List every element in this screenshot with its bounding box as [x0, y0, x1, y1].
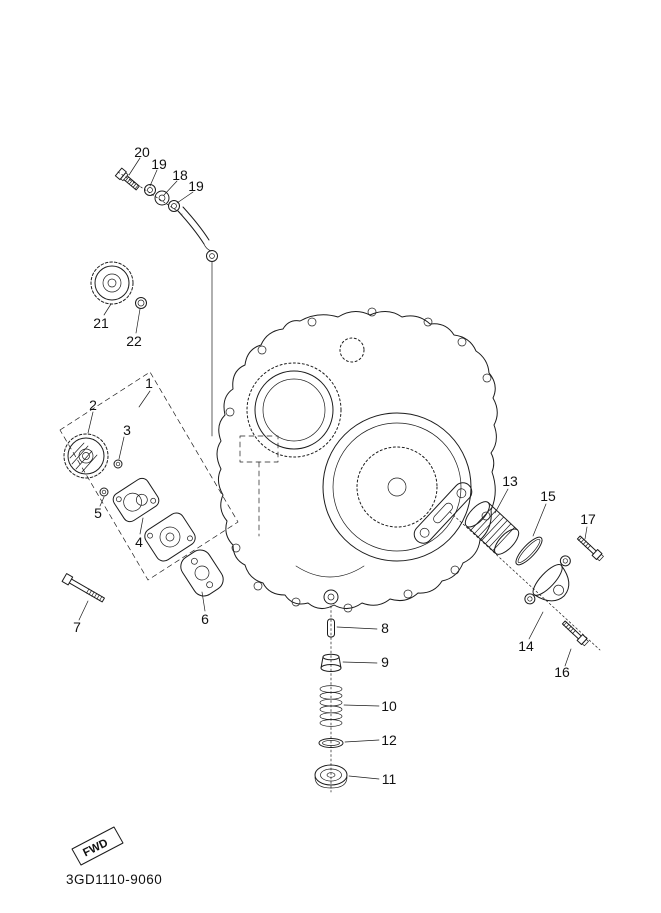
callout-6: 6 [201, 611, 209, 627]
callout-9: 9 [381, 654, 389, 670]
callout-1: 1 [145, 375, 153, 391]
pump-cover-4 [144, 512, 196, 562]
fwd-flag: FWD [71, 826, 124, 866]
callout-14: 14 [518, 638, 534, 654]
callout-5: 5 [94, 505, 102, 521]
fwd-flag-outline [71, 826, 124, 866]
bolt-7 [61, 573, 105, 603]
callout-19a: 19 [151, 156, 167, 172]
pipe-union-18 [154, 190, 170, 206]
callout-19b: 19 [188, 178, 204, 194]
pin-3 [113, 459, 123, 469]
relief-valve-column [314, 618, 348, 789]
callout-10: 10 [381, 698, 397, 714]
fwd-label: FWD [81, 837, 110, 859]
o-ring-12 [318, 738, 344, 748]
pipe-eye [206, 250, 218, 262]
callout-20: 20 [134, 144, 150, 160]
oil-filter-element-13 [464, 501, 520, 555]
valve-seat-9 [320, 653, 342, 672]
pump-gasket-6 [180, 549, 224, 597]
bolt-20 [114, 167, 140, 191]
o-ring-22 [135, 297, 147, 309]
plug-11 [314, 764, 348, 789]
callout-15: 15 [540, 488, 556, 504]
pump-gear-2 [63, 433, 109, 479]
oil-pump-group [59, 371, 239, 603]
callout-12: 12 [381, 732, 397, 748]
callout-7: 7 [73, 619, 81, 635]
callouts: 20 19 18 19 21 22 1 2 3 5 4 6 7 8 9 10 1… [73, 144, 596, 787]
callout-4: 4 [135, 534, 143, 550]
callout-2: 2 [89, 397, 97, 413]
bolt-16 [561, 620, 589, 647]
diagram-code: 3GD1110-9060 [66, 872, 162, 887]
oil-pipe [177, 206, 212, 252]
callout-16: 16 [554, 664, 570, 680]
o-ring-15 [515, 536, 543, 566]
strainer-cap-21 [90, 261, 134, 305]
callout-22: 22 [126, 333, 142, 349]
callout-11: 11 [382, 771, 397, 787]
leader-lines [78, 157, 588, 780]
washer-19b [168, 200, 180, 212]
callout-18: 18 [172, 167, 188, 183]
assembly-boundary-box [59, 371, 239, 581]
spring-10 [319, 685, 343, 727]
callout-21: 21 [93, 315, 109, 331]
crankcase [117, 171, 601, 793]
dowel-8 [327, 618, 335, 638]
filter-cover-14 [524, 555, 571, 605]
oil-pipe-assembly [114, 167, 218, 437]
oil-filter-group [413, 482, 604, 647]
callout-17: 17 [580, 511, 596, 527]
pump-housing-4 [112, 477, 160, 523]
bolt-bosses [225, 307, 492, 613]
bolt-17 [576, 535, 604, 562]
filter-gasket [413, 482, 473, 544]
pin-5 [99, 487, 109, 497]
callout-8: 8 [381, 620, 389, 636]
washer-19a [144, 184, 156, 196]
callout-13: 13 [502, 473, 518, 489]
callout-3: 3 [123, 422, 131, 438]
